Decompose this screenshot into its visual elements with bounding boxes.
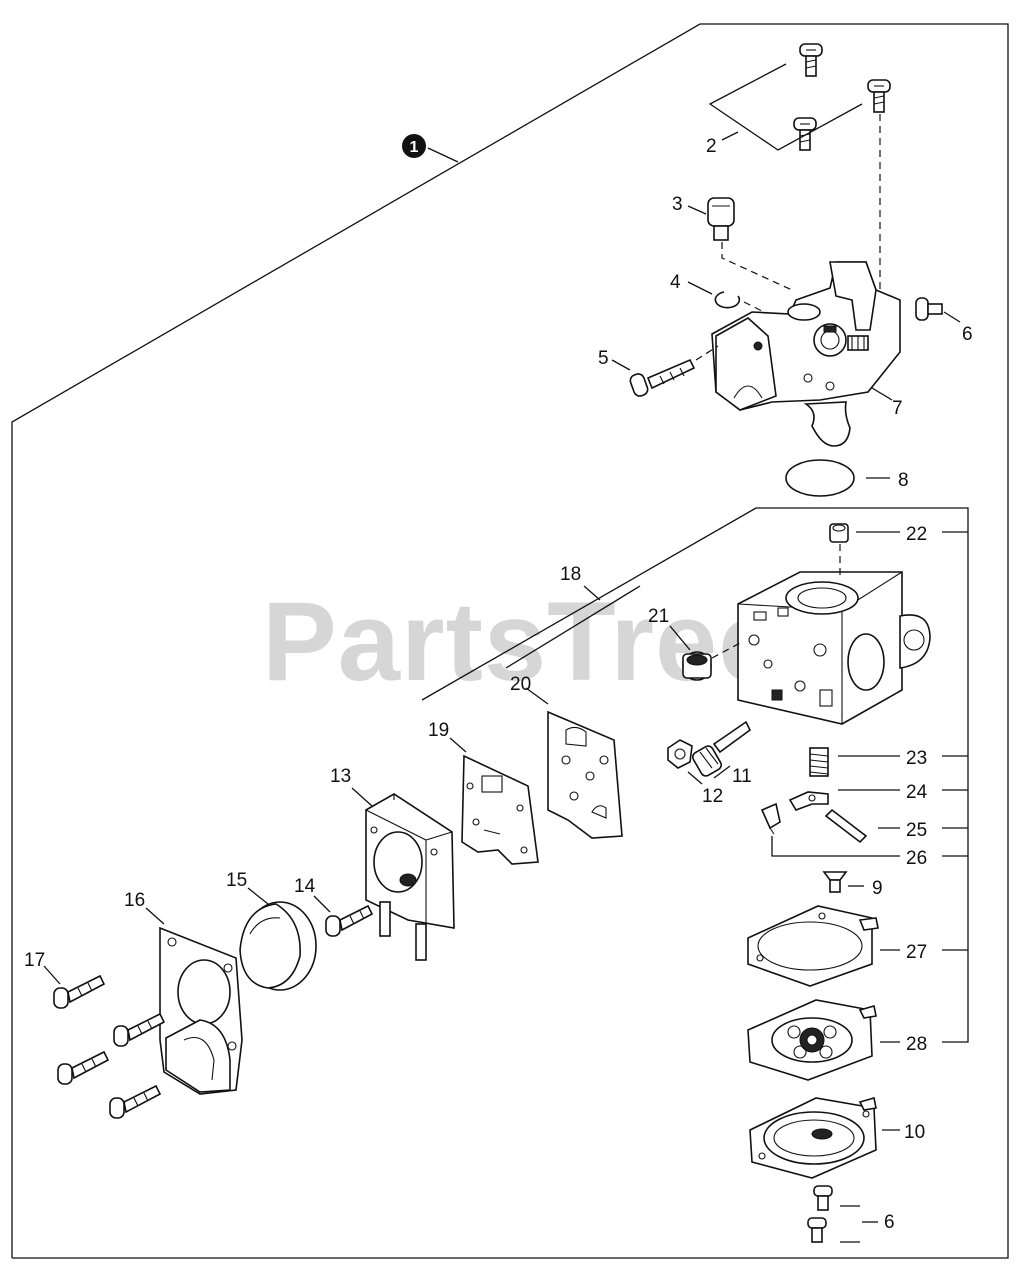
leader-20 — [525, 687, 549, 705]
leader-12 — [687, 771, 703, 785]
label-6a: 6 — [962, 324, 973, 345]
label-4: 4 — [670, 272, 681, 293]
cap-part-12[interactable] — [667, 739, 693, 769]
screw-part-9[interactable] — [822, 871, 848, 893]
leader-13 — [351, 787, 373, 807]
sleeve-part-22[interactable] — [829, 523, 849, 543]
leader-lines-2 — [708, 63, 863, 151]
watermark-text: PartsTree — [262, 579, 782, 704]
clip-part-4[interactable] — [714, 291, 741, 309]
label-23: 23 — [906, 748, 927, 769]
leader-21 — [669, 625, 691, 651]
screw-part-17c[interactable] — [57, 1050, 110, 1085]
diaphragm-part-28[interactable] — [747, 999, 877, 1081]
leader-26 — [771, 836, 900, 857]
gasket-part-20[interactable] — [547, 710, 623, 839]
assembly-border — [11, 23, 1009, 1259]
leader-17 — [43, 965, 61, 985]
label-21: 21 — [648, 606, 669, 627]
label-24: 24 — [906, 782, 928, 803]
label-11: 11 — [732, 766, 752, 787]
throttle-housing-part-7[interactable] — [711, 261, 901, 447]
label-26: 26 — [906, 848, 927, 869]
leader-18 — [583, 585, 601, 601]
leader-6b — [840, 1205, 860, 1243]
label-9: 9 — [872, 878, 883, 899]
screw-part-6b[interactable] — [807, 1185, 833, 1243]
label-25: 25 — [906, 820, 927, 841]
leader-11 — [713, 765, 731, 779]
kit-bracket — [421, 507, 969, 1043]
label-18: 18 — [560, 564, 581, 585]
pump-body-part-13[interactable] — [365, 793, 455, 961]
align-line-21 — [711, 641, 743, 659]
label-15: 15 — [226, 870, 247, 891]
svg-text:1: 1 — [410, 139, 419, 156]
label-2: 2 — [706, 136, 717, 157]
leader-14 — [313, 895, 331, 913]
label-22: 22 — [906, 524, 927, 545]
plate-part-16[interactable] — [159, 926, 243, 1095]
plate-part-19[interactable] — [461, 754, 539, 865]
filter-part-21[interactable] — [682, 651, 712, 681]
needle-part-11[interactable] — [691, 720, 752, 778]
label-19: 19 — [428, 720, 449, 741]
leader-16 — [145, 907, 165, 925]
screw-part-2c[interactable] — [793, 117, 817, 151]
lever-part-24[interactable] — [788, 791, 829, 811]
primer-bulb-part-15[interactable] — [239, 901, 317, 991]
screw-part-2a[interactable] — [799, 43, 823, 77]
leader-4 — [687, 281, 713, 295]
label-12: 12 — [702, 786, 723, 807]
label-16: 16 — [124, 890, 145, 911]
screw-part-3[interactable] — [707, 197, 735, 241]
assembly-marker: 1 — [402, 134, 426, 158]
o-ring-part-8[interactable] — [785, 459, 855, 497]
label-17: 17 — [24, 950, 45, 971]
leader-15 — [247, 887, 269, 905]
label-3: 3 — [672, 194, 683, 215]
leader-5 — [611, 359, 631, 371]
screw-part-17b[interactable] — [113, 1012, 166, 1047]
cover-part-10[interactable] — [749, 1096, 877, 1179]
label-5: 5 — [598, 348, 609, 369]
leader-7 — [871, 387, 893, 401]
carburetor-body[interactable] — [737, 571, 931, 725]
screw-part-5[interactable] — [629, 358, 696, 398]
screw-part-6a[interactable] — [915, 297, 943, 321]
label-20: 20 — [510, 674, 531, 695]
screw-part-17d[interactable] — [109, 1084, 162, 1119]
bracket-18 — [505, 585, 641, 669]
label-8: 8 — [898, 470, 909, 491]
label-14: 14 — [294, 876, 316, 897]
spring-part-23[interactable] — [809, 747, 829, 777]
leader-19 — [449, 737, 467, 753]
screw-part-14[interactable] — [325, 904, 374, 937]
leader-3 — [687, 205, 707, 215]
label-27: 27 — [906, 942, 927, 963]
gasket-part-27[interactable] — [747, 905, 879, 987]
pin-part-25[interactable] — [824, 808, 868, 844]
leader-6a — [943, 311, 961, 323]
label-28: 28 — [906, 1034, 927, 1055]
needle-valve-part-26[interactable] — [760, 802, 781, 835]
label-6b: 6 — [884, 1212, 895, 1233]
label-10: 10 — [904, 1122, 925, 1143]
screw-part-2b[interactable] — [867, 79, 891, 113]
screw-part-17a[interactable] — [53, 974, 106, 1009]
label-13: 13 — [330, 766, 351, 787]
align-line-3 — [721, 242, 793, 291]
align-line-5 — [695, 345, 719, 361]
label-7: 7 — [892, 398, 903, 419]
